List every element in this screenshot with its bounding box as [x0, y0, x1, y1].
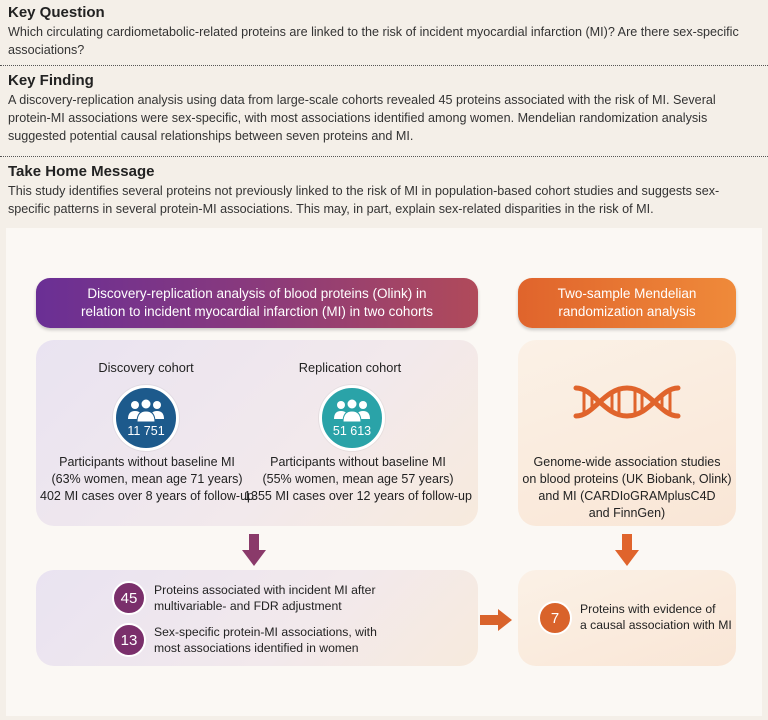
discovery-count-badge: 11 751	[113, 385, 179, 451]
result-13-line-2: most associations identified in women	[154, 641, 359, 655]
arrow-down-icon	[615, 534, 639, 566]
replication-line-1: Participants without baseline MI	[270, 455, 446, 469]
result-13-line-1: Sex-specific protein-MI associations, wi…	[154, 625, 377, 639]
replication-count: 51 613	[332, 423, 372, 438]
result-7-text: Proteins with evidence of a causal assoc…	[580, 601, 732, 633]
mr-line-3: and MI (CARDIoGRAMplusC4D	[538, 489, 716, 503]
discovery-line-1: Participants without baseline MI	[59, 455, 235, 469]
take-home-section: Take Home Message This study identifies …	[8, 163, 760, 218]
key-finding-title: Key Finding	[8, 72, 94, 89]
discovery-count: 11 751	[127, 423, 165, 438]
replication-line-2: (55% women, mean age 57 years)	[262, 472, 454, 486]
arrow-down-icon	[242, 534, 266, 566]
result-7-badge: 7	[538, 601, 572, 635]
take-home-title: Take Home Message	[8, 163, 155, 180]
result-45-badge: 45	[112, 581, 146, 615]
discovery-cohort-title: Discovery cohort	[98, 360, 194, 375]
result-45-line-2: multivariable- and FDR adjustment	[154, 599, 342, 613]
take-home-body: This study identifies several proteins n…	[8, 184, 720, 216]
results-box: 45 Proteins associated with incident MI …	[36, 570, 478, 666]
mendelian-randomization-header: Two-sample Mendelian randomization analy…	[518, 278, 736, 328]
replication-cohort-title: Replication cohort	[298, 360, 402, 375]
key-question-section: Key Question Which circulating cardiomet…	[8, 4, 760, 59]
people-group-icon	[334, 398, 370, 422]
left-header-text: Discovery-replication analysis of blood …	[81, 286, 433, 319]
result-7-line-2: a causal association with MI	[580, 618, 732, 632]
divider	[0, 156, 768, 157]
replication-line-3: 1355 MI cases over 12 years of follow-up	[244, 489, 472, 503]
mr-line-4: and FinnGen)	[588, 506, 666, 520]
replication-description: Participants without baseline MI (55% wo…	[236, 454, 480, 505]
dna-icon	[573, 385, 681, 419]
key-question-body: Which circulating cardiometabolic-relate…	[8, 25, 739, 57]
mr-line-2: on blood proteins (UK Biobank, Olink)	[522, 472, 732, 486]
result-45-line-1: Proteins associated with incident MI aft…	[154, 583, 376, 597]
mendelian-description: Genome-wide association studies on blood…	[512, 454, 742, 522]
diagram-panel: Discovery-replication analysis of blood …	[6, 228, 762, 716]
mr-line-1: Genome-wide association studies	[533, 455, 721, 469]
cohorts-box: Discovery cohort 11 751 Participants wit…	[36, 340, 478, 526]
key-question-title: Key Question	[8, 4, 105, 21]
discovery-line-2: (63% women, mean age 71 years)	[51, 472, 243, 486]
result-13-text: Sex-specific protein-MI associations, wi…	[154, 624, 377, 656]
right-header-text: Two-sample Mendelian randomization analy…	[557, 286, 697, 319]
key-finding-body: A discovery-replication analysis using d…	[8, 93, 716, 143]
people-group-icon	[128, 398, 164, 422]
replication-count-badge: 51 613	[319, 385, 385, 451]
discovery-description: Participants without baseline MI (63% wo…	[32, 454, 262, 505]
discovery-replication-header: Discovery-replication analysis of blood …	[36, 278, 478, 328]
causal-result-box: 7 Proteins with evidence of a causal ass…	[518, 570, 736, 666]
result-7-line-1: Proteins with evidence of	[580, 602, 716, 616]
key-finding-section: Key Finding A discovery-replication anal…	[8, 72, 760, 145]
arrow-right-icon	[480, 609, 512, 631]
divider	[0, 65, 768, 66]
result-45-text: Proteins associated with incident MI aft…	[154, 582, 376, 614]
discovery-line-3: 402 MI cases over 8 years of follow-up	[40, 489, 254, 503]
mendelian-box: Genome-wide association studies on blood…	[518, 340, 736, 526]
result-13-badge: 13	[112, 623, 146, 657]
